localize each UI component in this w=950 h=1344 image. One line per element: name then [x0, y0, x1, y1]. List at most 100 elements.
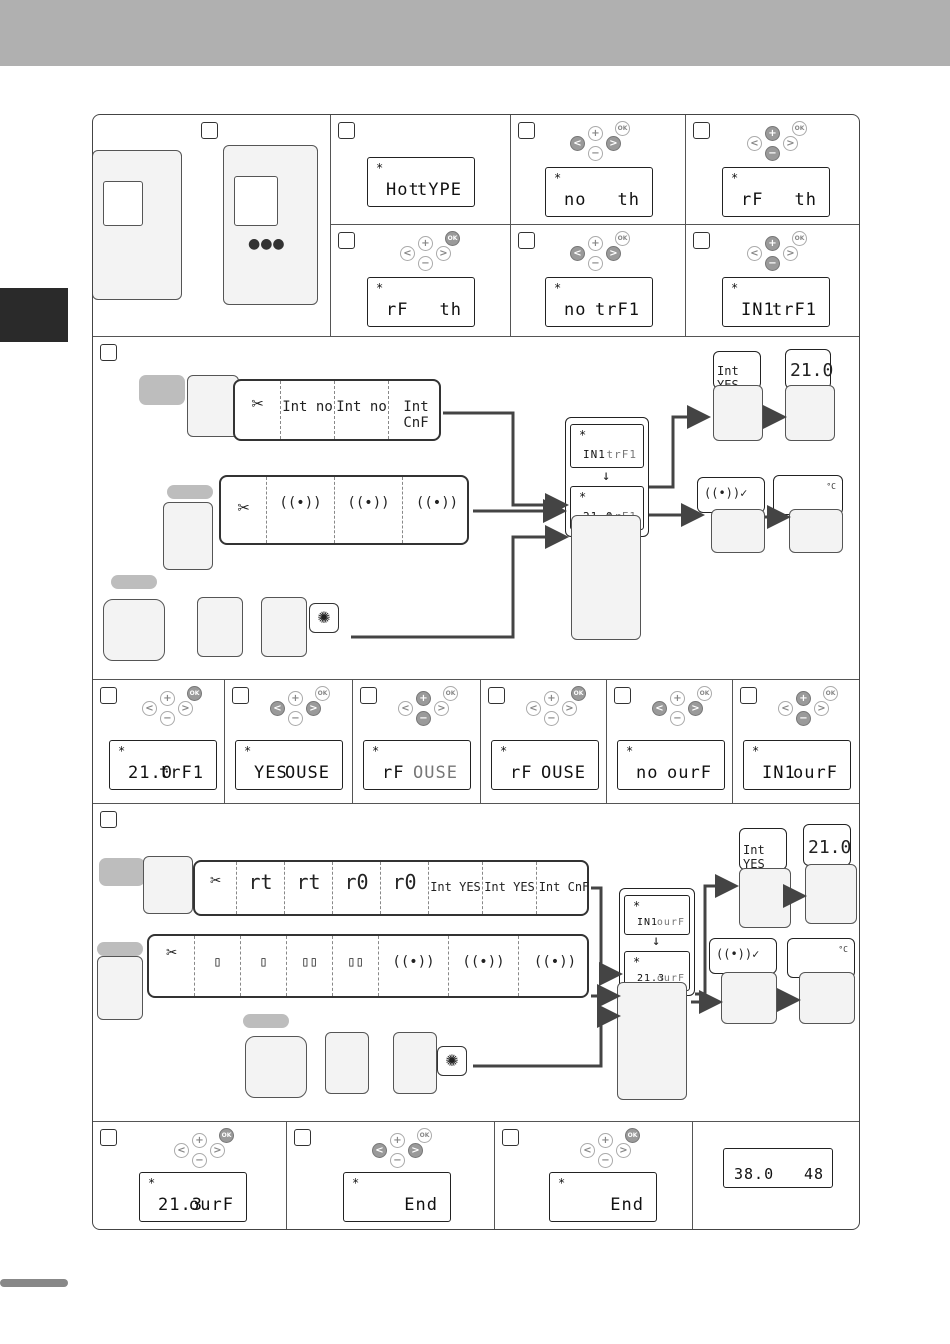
left-button[interactable]: <: [747, 246, 762, 261]
thermostat-backplate-illustration: [197, 597, 243, 657]
minus-button[interactable]: −: [598, 1153, 613, 1168]
step-cell: OK + < > − * no ourF: [607, 680, 733, 804]
left-button[interactable]: <: [580, 1143, 595, 1158]
right-button[interactable]: >: [688, 701, 703, 716]
chapter-tab: [0, 288, 68, 342]
left-button[interactable]: <: [398, 701, 413, 716]
ok-button[interactable]: OK: [615, 121, 630, 136]
left-button[interactable]: <: [372, 1143, 387, 1158]
plus-button[interactable]: +: [588, 236, 603, 251]
step-number-box: [338, 232, 355, 249]
right-button[interactable]: >: [606, 136, 621, 151]
step-number-box: [502, 1129, 519, 1146]
wireless-thermostat-illustration: [799, 972, 855, 1024]
right-button[interactable]: >: [606, 246, 621, 261]
step-number-box: [100, 811, 117, 828]
right-button[interactable]: >: [178, 701, 193, 716]
right-button[interactable]: >: [434, 701, 449, 716]
minus-button[interactable]: −: [588, 256, 603, 271]
right-button[interactable]: >: [306, 701, 321, 716]
minus-button[interactable]: −: [288, 711, 303, 726]
minus-button[interactable]: −: [390, 1153, 405, 1168]
left-button[interactable]: <: [174, 1143, 189, 1158]
step-8-section: ✂ Int no Int no Int CnF ✂ ((•)) ((•)) ((…: [93, 337, 859, 680]
plus-button[interactable]: +: [192, 1133, 207, 1148]
ok-button[interactable]: OK: [792, 121, 807, 136]
plus-button[interactable]: +: [390, 1133, 405, 1148]
ok-button[interactable]: OK: [443, 686, 458, 701]
ok-button[interactable]: OK: [187, 686, 202, 701]
strip-step: Int YES: [483, 862, 537, 914]
minus-button[interactable]: −: [192, 1153, 207, 1168]
right-button[interactable]: >: [436, 246, 451, 261]
minus-button[interactable]: −: [670, 711, 685, 726]
final-lcd-display: 38.0 48: [723, 1148, 833, 1188]
plus-button[interactable]: +: [416, 691, 431, 706]
step-number-box: [232, 687, 249, 704]
right-button[interactable]: >: [408, 1143, 423, 1158]
left-button[interactable]: <: [570, 246, 585, 261]
thermostat-backplate-illustration: [393, 1032, 437, 1094]
step-number-box: [100, 687, 117, 704]
minus-button[interactable]: −: [544, 711, 559, 726]
plus-button[interactable]: +: [598, 1133, 613, 1148]
ok-button[interactable]: OK: [697, 686, 712, 701]
left-button[interactable]: <: [142, 701, 157, 716]
plus-button[interactable]: +: [588, 126, 603, 141]
minus-button[interactable]: −: [160, 711, 175, 726]
step-15-section: ✂ rt rt r0 r0 Int YES Int YES Int CnF ✂ …: [93, 804, 859, 1122]
plus-button[interactable]: +: [288, 691, 303, 706]
result-bubble: Int YES: [739, 828, 787, 871]
left-button[interactable]: <: [400, 246, 415, 261]
ok-button[interactable]: OK: [792, 231, 807, 246]
minus-button[interactable]: −: [588, 146, 603, 161]
ok-button[interactable]: OK: [445, 231, 460, 246]
controller-illustration: [92, 150, 182, 300]
strip-step: rt: [285, 862, 333, 914]
left-button[interactable]: <: [270, 701, 285, 716]
ok-button[interactable]: OK: [615, 231, 630, 246]
left-button[interactable]: <: [747, 136, 762, 151]
left-button[interactable]: <: [526, 701, 541, 716]
ok-button[interactable]: OK: [823, 686, 838, 701]
minus-button[interactable]: −: [796, 711, 811, 726]
step-2-cell: * Hot tYPE: [331, 115, 511, 225]
minus-button[interactable]: −: [418, 256, 433, 271]
plus-button[interactable]: +: [765, 126, 780, 141]
minus-button[interactable]: −: [765, 256, 780, 271]
lcd-display: * IN1 trF1: [722, 277, 830, 327]
plus-button[interactable]: +: [160, 691, 175, 706]
button-cluster: OK + < > −: [738, 231, 808, 277]
lcd-display: * no trF1: [545, 277, 653, 327]
right-button[interactable]: >: [562, 701, 577, 716]
strip-step: rt: [237, 862, 285, 914]
plus-button[interactable]: +: [670, 691, 685, 706]
right-button[interactable]: >: [783, 136, 798, 151]
left-button[interactable]: <: [778, 701, 793, 716]
step-cell: OK + < > − * End: [495, 1122, 693, 1229]
minus-button[interactable]: −: [416, 711, 431, 726]
right-button[interactable]: >: [814, 701, 829, 716]
left-button[interactable]: <: [652, 701, 667, 716]
step-6-cell: OK + < > − * no trF1: [511, 225, 686, 337]
right-button[interactable]: >: [210, 1143, 225, 1158]
right-button[interactable]: >: [616, 1143, 631, 1158]
lcd-text-left: Hot: [386, 180, 420, 200]
ok-button[interactable]: OK: [625, 1128, 640, 1143]
step-cell: OK + < > − * 21.0 trF1: [93, 680, 225, 804]
minus-button[interactable]: −: [765, 146, 780, 161]
plus-button[interactable]: +: [544, 691, 559, 706]
ok-button[interactable]: OK: [219, 1128, 234, 1143]
plus-button[interactable]: +: [765, 236, 780, 251]
right-button[interactable]: >: [783, 246, 798, 261]
lcd-display: * rF th: [367, 277, 475, 327]
lcd-display: * rF OUSE: [491, 740, 599, 790]
ok-button[interactable]: OK: [315, 686, 330, 701]
ok-button[interactable]: OK: [571, 686, 586, 701]
plus-button[interactable]: +: [418, 236, 433, 251]
ok-button[interactable]: OK: [417, 1128, 432, 1143]
step-number-box: [614, 687, 631, 704]
plus-button[interactable]: +: [796, 691, 811, 706]
left-button[interactable]: <: [570, 136, 585, 151]
controller-illustration: ●●●: [223, 145, 318, 305]
